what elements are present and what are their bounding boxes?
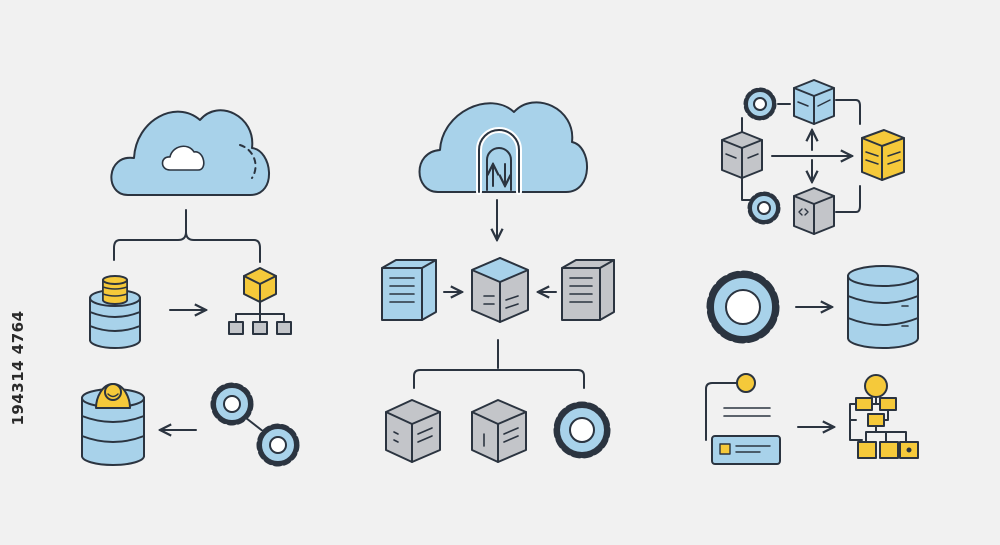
cloud-upload-icon xyxy=(418,101,588,195)
server-icon xyxy=(561,259,615,321)
stock-id-label: 194314 4764 xyxy=(9,310,27,426)
hierarchy-cube-icon xyxy=(228,267,292,335)
org-chart-icon xyxy=(849,374,919,459)
gear-icon xyxy=(706,270,780,344)
server-icon xyxy=(861,129,905,181)
server-icon xyxy=(793,79,835,125)
server-icon xyxy=(471,399,527,463)
server-icon xyxy=(721,131,763,179)
gears-icon xyxy=(210,382,300,467)
server-icon xyxy=(385,399,441,463)
connector-line xyxy=(113,209,261,263)
server-icon xyxy=(471,257,529,323)
gear-icon xyxy=(747,191,781,225)
database-icon xyxy=(847,265,919,349)
connector-line xyxy=(413,339,585,389)
server-icon xyxy=(793,187,835,235)
user-card-icon xyxy=(705,373,781,465)
gear-icon xyxy=(743,87,777,121)
database-person-icon xyxy=(81,383,145,466)
gear-icon xyxy=(553,401,611,459)
cloud-icon xyxy=(110,109,270,196)
database-coins-icon xyxy=(89,275,141,349)
server-icon xyxy=(381,259,437,321)
